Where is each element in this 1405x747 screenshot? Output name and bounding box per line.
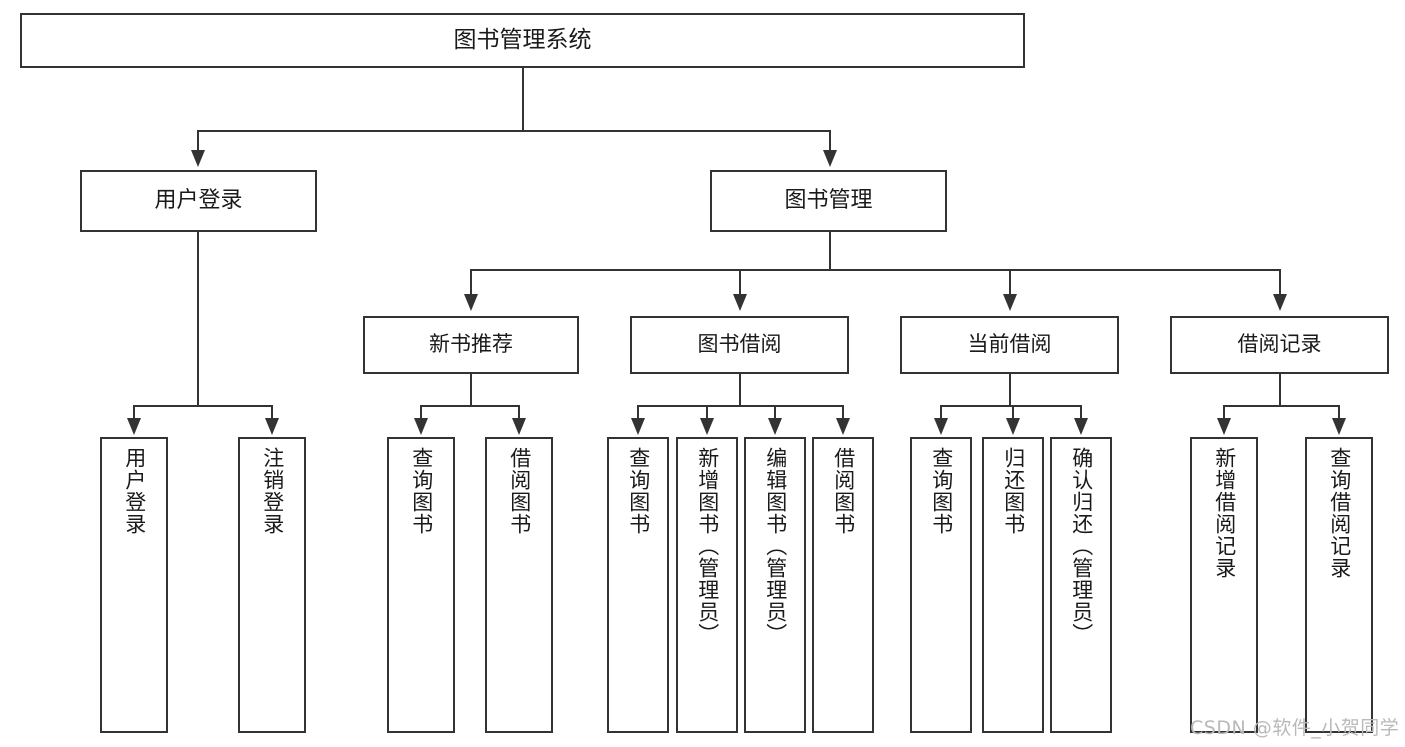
edge-borrow-record-to-query bbox=[1338, 405, 1340, 421]
node-leaf-query-book-recommend[interactable]: 查询图书 bbox=[387, 437, 455, 733]
node-leaf-borrow-book[interactable]: 借阅图书 bbox=[812, 437, 874, 733]
node-leaf-add-borrow-record[interactable]: 新增借阅记录 bbox=[1190, 437, 1258, 733]
edge-new-book-to-query bbox=[420, 405, 422, 421]
edge-borrow-record-to-add bbox=[1223, 405, 1225, 421]
arrow-book-manage-to-current-borrow bbox=[1003, 294, 1017, 311]
edge-new-book-stem bbox=[470, 374, 472, 405]
edge-book-borrow-to-edit bbox=[774, 405, 776, 421]
node-leaf-return-book[interactable]: 归还图书 bbox=[982, 437, 1044, 733]
edge-book-manage-to-borrow-record bbox=[1279, 269, 1281, 297]
edge-user-login-to-leaf-login bbox=[133, 405, 135, 421]
csdn-watermark: CSDN @软件_小贺同学 bbox=[1190, 717, 1400, 739]
arrow-current-borrow-to-return bbox=[1006, 418, 1020, 435]
edge-user-login-bus bbox=[133, 405, 273, 407]
arrow-current-borrow-to-query bbox=[934, 418, 948, 435]
node-leaf-edit-book-admin[interactable]: 编辑图书（管理员） bbox=[744, 437, 806, 733]
edge-current-borrow-to-query bbox=[940, 405, 942, 421]
arrow-user-login-to-leaf-logout bbox=[265, 418, 279, 435]
edge-borrow-record-stem bbox=[1279, 374, 1281, 405]
arrow-book-manage-to-book-borrow bbox=[733, 294, 747, 311]
arrow-root-to-user-login bbox=[191, 150, 205, 167]
arrow-user-login-to-leaf-login bbox=[127, 418, 141, 435]
edge-current-borrow-to-return bbox=[1012, 405, 1014, 421]
arrow-book-borrow-to-query bbox=[631, 418, 645, 435]
edge-new-book-bus bbox=[420, 405, 520, 407]
arrow-new-book-to-query bbox=[414, 418, 428, 435]
edge-current-borrow-stem bbox=[1009, 374, 1011, 405]
arrow-book-borrow-to-borrow bbox=[836, 418, 850, 435]
edge-book-manage-to-current-borrow bbox=[1009, 269, 1011, 297]
arrow-book-borrow-to-add bbox=[700, 418, 714, 435]
edge-book-borrow-stem bbox=[739, 374, 741, 405]
arrow-borrow-record-to-query bbox=[1332, 418, 1346, 435]
edge-current-borrow-bus bbox=[940, 405, 1082, 407]
edge-root-to-book-manage bbox=[829, 130, 831, 154]
edge-root-stem bbox=[522, 68, 524, 130]
node-borrow-record[interactable]: 借阅记录 bbox=[1170, 316, 1389, 374]
edge-root-bus bbox=[197, 130, 830, 132]
node-book-management[interactable]: 图书管理 bbox=[710, 170, 947, 232]
arrow-borrow-record-to-add bbox=[1217, 418, 1231, 435]
node-new-book-recommend[interactable]: 新书推荐 bbox=[363, 316, 579, 374]
node-leaf-query-borrow-record[interactable]: 查询借阅记录 bbox=[1305, 437, 1373, 733]
edge-book-borrow-to-add bbox=[706, 405, 708, 421]
node-leaf-borrow-book-recommend[interactable]: 借阅图书 bbox=[485, 437, 553, 733]
node-leaf-query-book-borrow[interactable]: 查询图书 bbox=[607, 437, 669, 733]
node-leaf-confirm-return-admin[interactable]: 确认归还（管理员） bbox=[1050, 437, 1112, 733]
edge-current-borrow-to-confirm bbox=[1080, 405, 1082, 421]
edge-book-manage-to-book-borrow bbox=[739, 269, 741, 297]
edge-root-to-user-login bbox=[197, 130, 199, 154]
edge-book-manage-bus bbox=[470, 269, 1280, 271]
edge-new-book-to-borrow bbox=[518, 405, 520, 421]
edge-user-login-to-leaf-logout bbox=[271, 405, 273, 421]
arrow-root-to-book-manage bbox=[823, 150, 837, 167]
node-user-login[interactable]: 用户登录 bbox=[80, 170, 317, 232]
edge-book-borrow-to-borrow bbox=[842, 405, 844, 421]
node-book-borrow[interactable]: 图书借阅 bbox=[630, 316, 849, 374]
edge-book-manage-stem bbox=[829, 232, 831, 269]
arrow-book-manage-to-borrow-record bbox=[1273, 294, 1287, 311]
edge-user-login-stem bbox=[197, 232, 199, 405]
node-leaf-user-login[interactable]: 用户登录 bbox=[100, 437, 168, 733]
arrow-new-book-to-borrow bbox=[512, 418, 526, 435]
node-leaf-logout[interactable]: 注销登录 bbox=[238, 437, 306, 733]
node-leaf-query-book-current[interactable]: 查询图书 bbox=[910, 437, 972, 733]
edge-borrow-record-bus bbox=[1223, 405, 1340, 407]
edge-book-manage-to-new-book bbox=[470, 269, 472, 297]
node-leaf-add-book-admin[interactable]: 新增图书（管理员） bbox=[676, 437, 738, 733]
node-root-book-management-system[interactable]: 图书管理系统 bbox=[20, 13, 1025, 68]
arrow-current-borrow-to-confirm bbox=[1074, 418, 1088, 435]
node-current-borrow[interactable]: 当前借阅 bbox=[900, 316, 1119, 374]
edge-book-borrow-to-query bbox=[637, 405, 639, 421]
edge-book-borrow-bus bbox=[637, 405, 843, 407]
arrow-book-manage-to-new-book bbox=[464, 294, 478, 311]
arrow-book-borrow-to-edit bbox=[768, 418, 782, 435]
